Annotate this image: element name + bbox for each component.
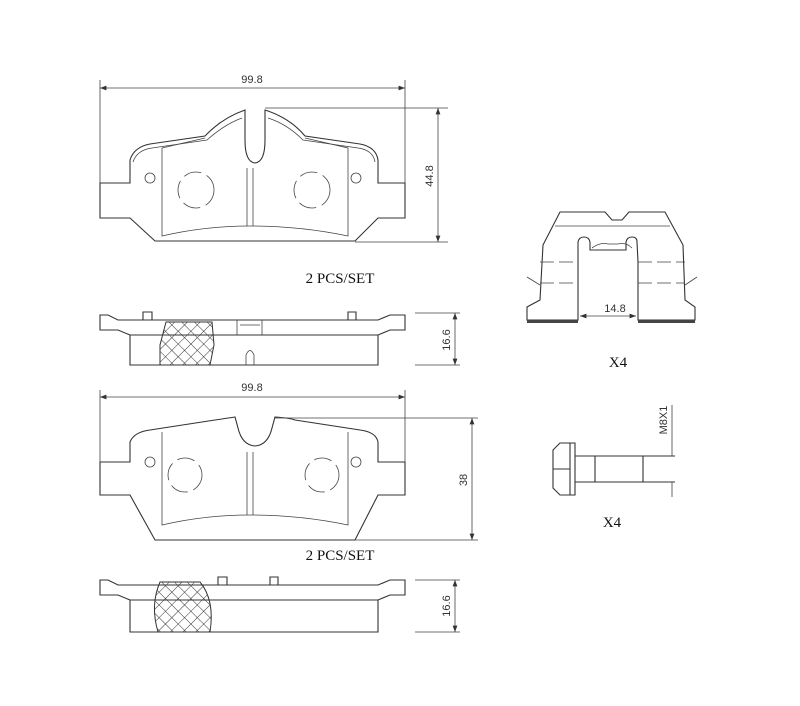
pad-2-quantity-label: 2 PCS/SET [306, 548, 375, 564]
abutment-clip [526, 211, 698, 323]
clip-gap-label: 14.8 [604, 303, 625, 315]
pad-1-thickness-label: 16.6 [441, 329, 453, 350]
pad-1-side-view [99, 311, 460, 366]
pad-2-thickness-label: 16.6 [441, 595, 453, 616]
pad-2-front-view [99, 390, 478, 541]
pad-1-front-view [99, 80, 448, 243]
pad-1-quantity-label: 2 PCS/SET [306, 271, 375, 287]
bolt-thread-label: M8X1 [658, 406, 670, 435]
pad-2-height-label: 38 [458, 474, 470, 486]
pad-2-width-label: 99.8 [241, 382, 262, 394]
pad-1-width-label: 99.8 [241, 74, 262, 86]
guide-bolt [552, 405, 675, 497]
pad-1-height-label: 44.8 [424, 165, 436, 186]
clip-quantity-label: X4 [609, 355, 628, 371]
bolt-quantity-label: X4 [603, 515, 622, 531]
pad-2-side-view [99, 576, 460, 633]
